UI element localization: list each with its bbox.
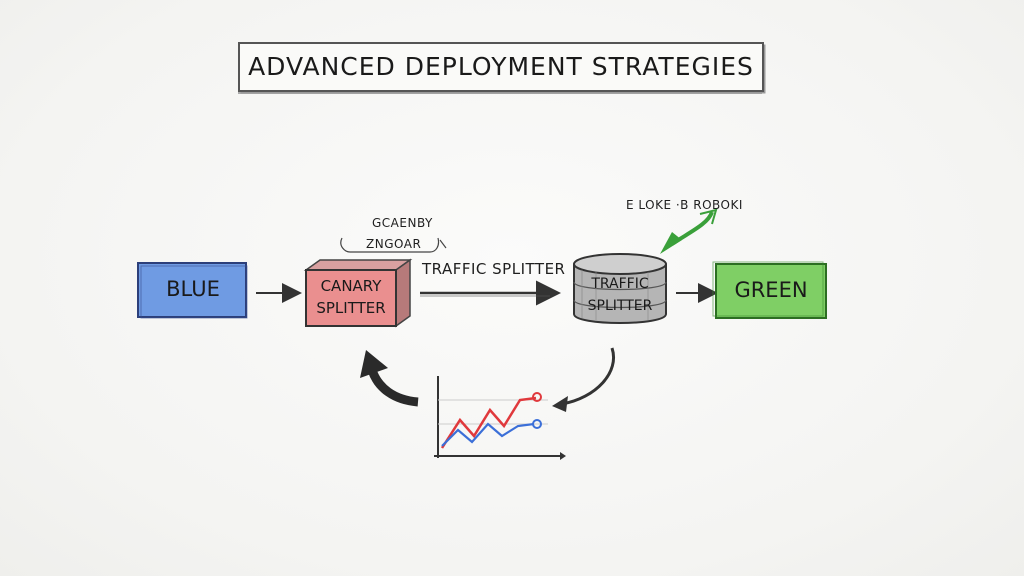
page-title: ADVANCED DEPLOYMENT STRATEGIES <box>248 52 754 81</box>
arrow-canary-to-traffic <box>420 280 561 306</box>
traffic-splitter-label: TRAFFIC SPLITTER <box>422 260 566 278</box>
chart-red-series <box>440 396 537 449</box>
canary-node-box <box>303 258 413 328</box>
canary-annotation-top: GCAENBY <box>372 216 433 230</box>
canary-node-label-line2: SPLITTER <box>316 299 386 317</box>
green-arrow-annotation <box>660 208 718 254</box>
canary-annotation-bottom: ZNGOAR <box>366 237 422 251</box>
blue-node-box <box>137 262 248 319</box>
traffic-db-label-line1: TRAFFIC <box>591 276 649 292</box>
traffic-db-label-line2: SPLITTER <box>587 298 653 314</box>
title-frame: ADVANCED DEPLOYMENT STRATEGIES <box>238 42 764 92</box>
green-node-box <box>712 261 827 319</box>
traffic-db-annotation: E LOKE ·B ROBOKI <box>626 198 743 212</box>
traffic-splitter-database <box>573 253 667 324</box>
arrow-traffic-to-chart <box>552 347 615 412</box>
monitoring-chart <box>434 376 566 460</box>
arrow-chart-to-canary <box>360 350 419 407</box>
canary-annotation-bracket <box>340 237 447 253</box>
canary-node-label-line1: CANARY <box>320 277 382 295</box>
blue-node-label: BLUE <box>166 277 220 301</box>
green-node-label: GREEN <box>734 278 808 302</box>
chart-blue-series <box>441 422 535 447</box>
